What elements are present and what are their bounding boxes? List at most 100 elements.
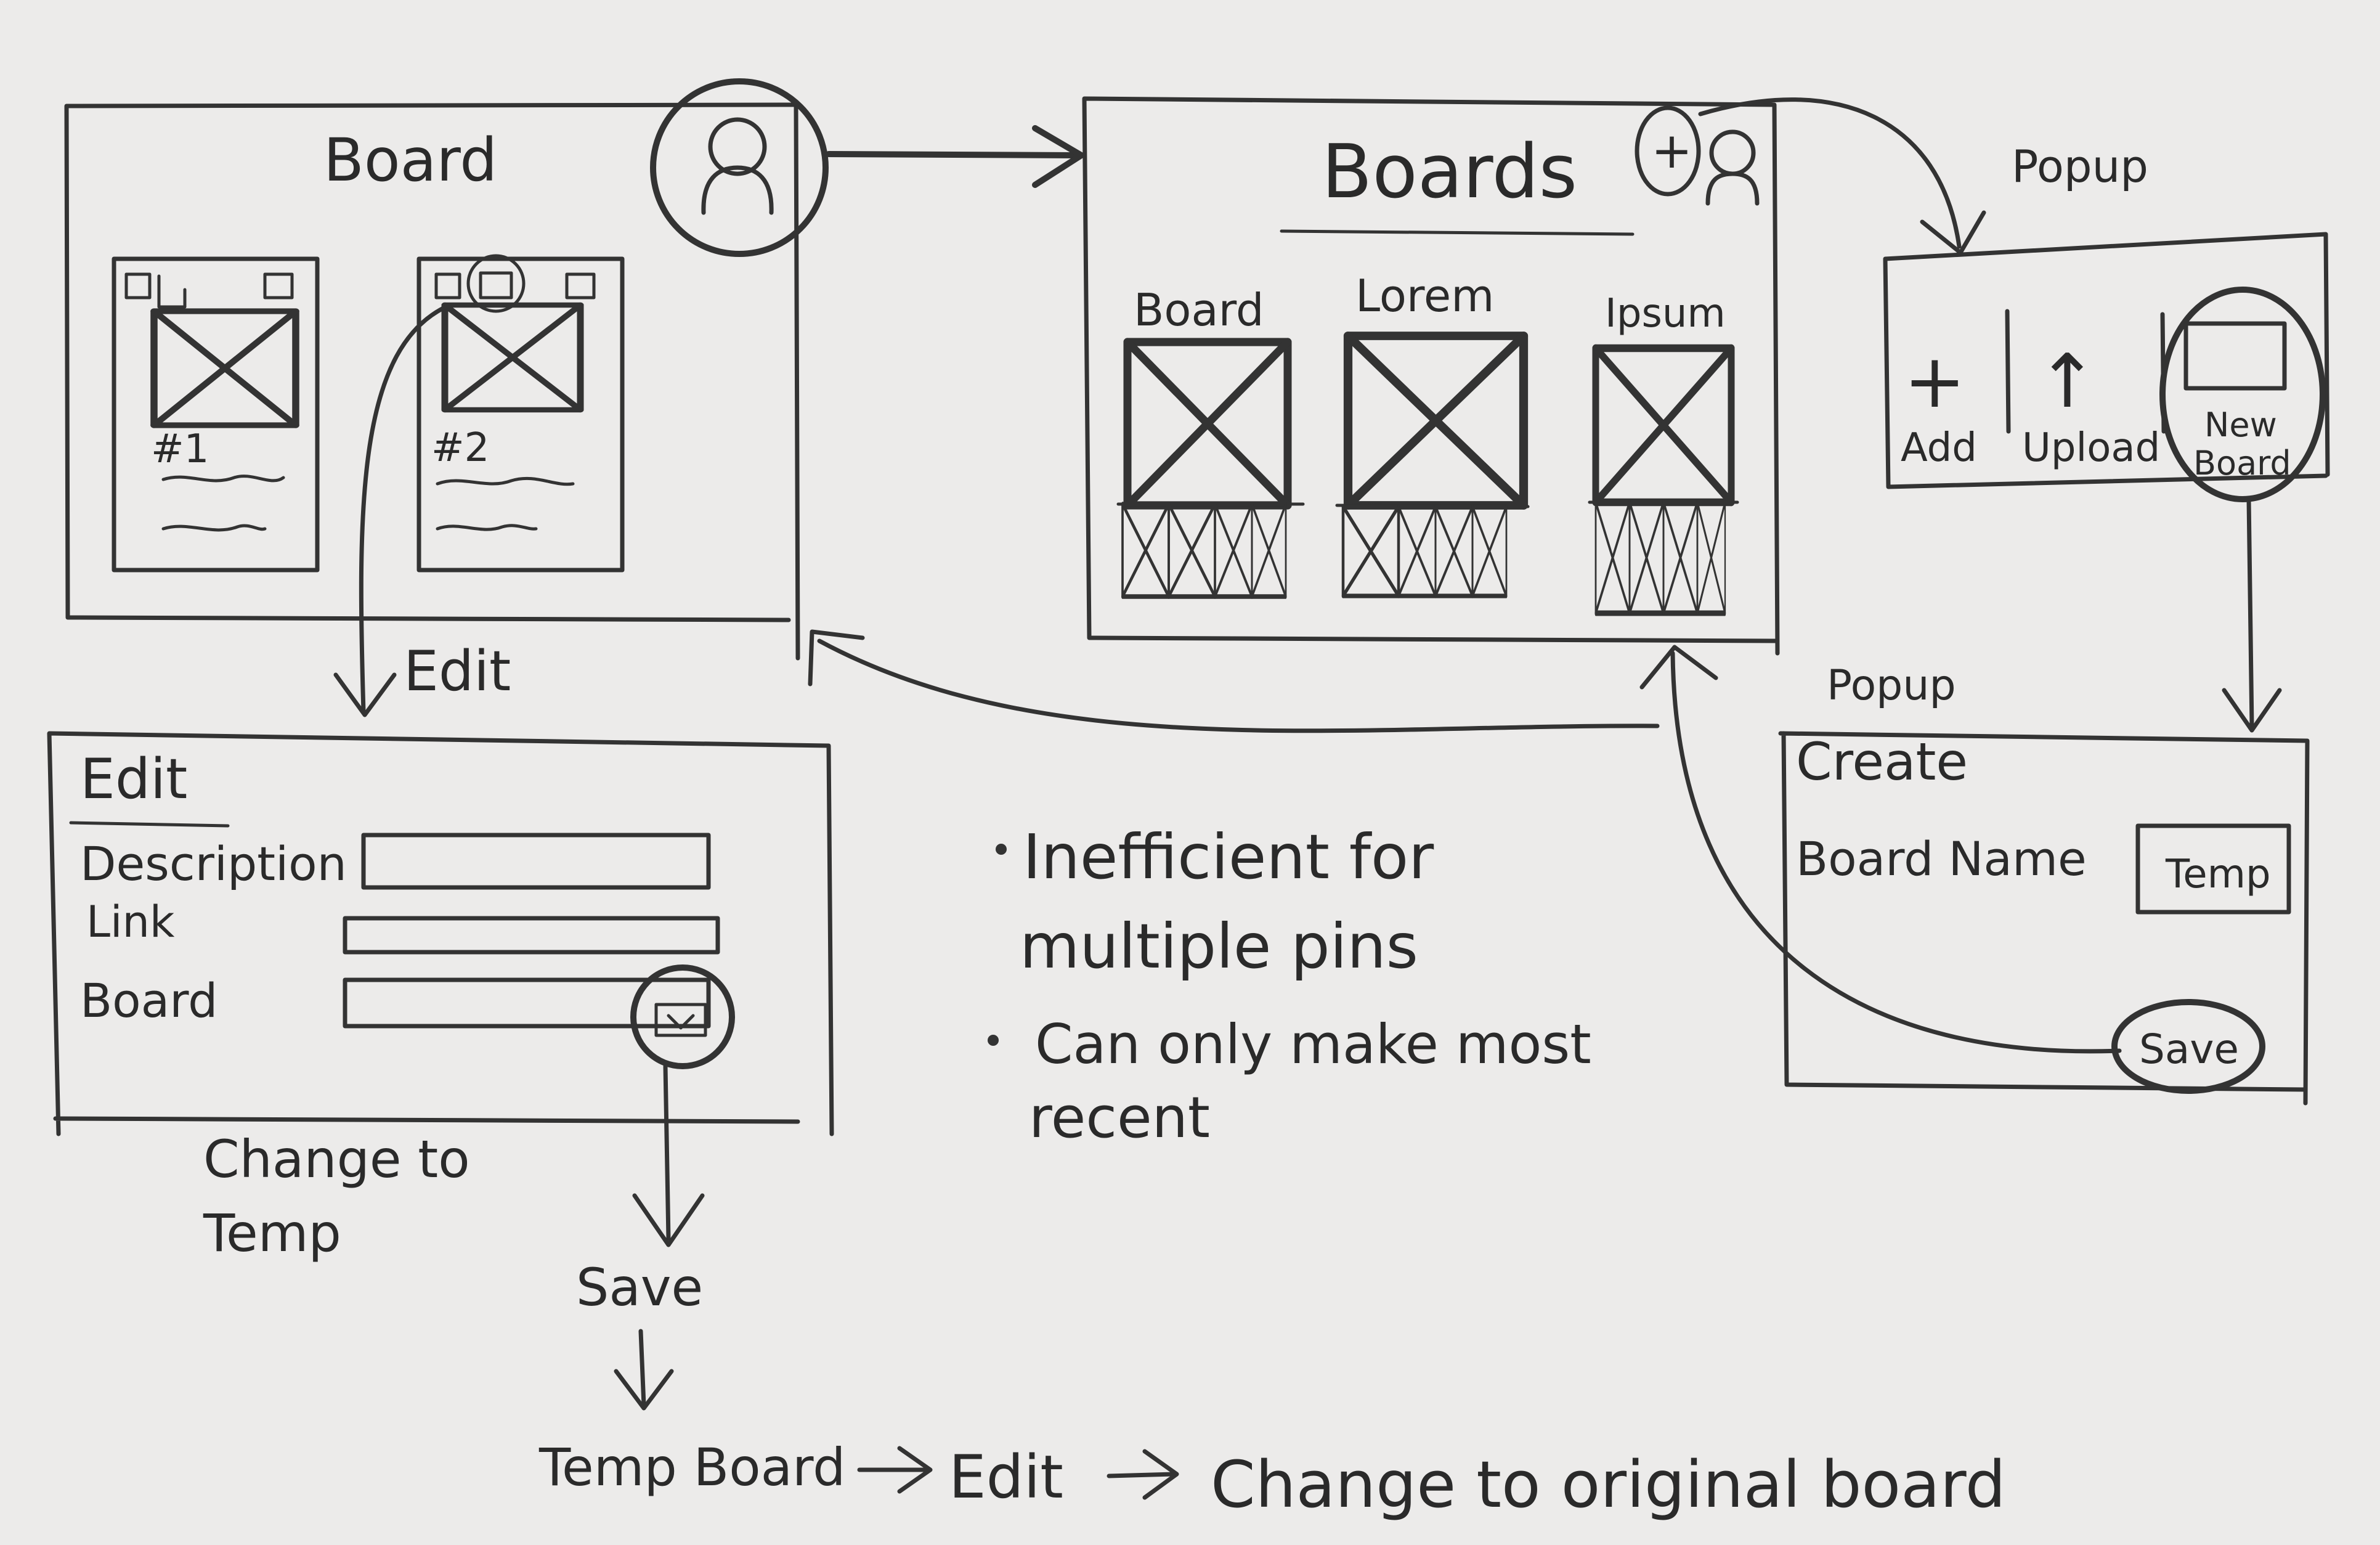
board-card-name: Ipsum: [1605, 291, 1726, 336]
chevron-down-icon: [667, 1014, 695, 1030]
pin-text-squiggle: [161, 475, 285, 483]
bottom-flow: Temp Board Edit Change to original board: [538, 1437, 2006, 1522]
description-input[interactable]: [361, 833, 711, 890]
popup-label: Popup: [2012, 141, 2148, 192]
option-label: New: [2204, 406, 2277, 444]
profile-button[interactable]: [650, 78, 829, 257]
boards-screen-title: Boards: [1322, 129, 1577, 215]
popup-option-new-board[interactable]: New Board: [2159, 287, 2326, 502]
popup-title: Create: [1796, 732, 1968, 792]
bullet-dot: [996, 844, 1007, 855]
pin-action-icon[interactable]: [157, 274, 187, 309]
plus-icon: +: [1651, 122, 1692, 179]
pin-label: #1: [151, 426, 209, 472]
arrow-head: [897, 1446, 933, 1494]
pin-image-placeholder: [445, 305, 580, 410]
board-card-name: Lorem: [1355, 270, 1494, 322]
pin-text-squiggle: [436, 476, 575, 486]
link-input[interactable]: [343, 916, 720, 955]
popup-label: Popup: [1827, 661, 1956, 710]
board-cover-placeholder: [1348, 336, 1524, 505]
profile-highlight-circle: [650, 78, 829, 257]
pin-image-placeholder: [154, 311, 296, 425]
title-underline: [69, 821, 230, 828]
change-note-line1: Change to: [203, 1129, 470, 1189]
pin-card-2[interactable]: #2: [416, 254, 625, 573]
flow-step-edit: Edit: [949, 1443, 1063, 1512]
user-icon[interactable]: [1705, 129, 1760, 206]
board-thumbnails: [1596, 502, 1725, 613]
board-card-2[interactable]: Lorem: [1335, 270, 1530, 596]
board-cover-placeholder: [1596, 348, 1731, 502]
user-icon: [701, 117, 774, 215]
pin-action-icon[interactable]: [124, 272, 152, 300]
arrow-head: [1032, 125, 1084, 188]
pin-text-squiggle: [161, 524, 267, 532]
arrow-head: [1142, 1449, 1179, 1500]
create-save-button[interactable]: Save: [2111, 999, 2265, 1094]
pin-action-icon[interactable]: [263, 272, 294, 300]
board-name-input[interactable]: Temp: [2135, 823, 2291, 915]
arrow-head: [2222, 688, 2282, 733]
upload-arrow-icon: ↑: [2036, 339, 2098, 425]
pin-card-frame: [112, 256, 320, 573]
flow-arrow: [817, 638, 1660, 733]
input-box: [2135, 823, 2291, 915]
select-box: [343, 977, 711, 1029]
flow-arrow: [638, 1329, 646, 1408]
arrow-head: [614, 1369, 674, 1411]
popup-option-upload[interactable]: ↑ Upload: [2022, 339, 2160, 471]
board-screen: Board #1 #2: [64, 78, 829, 661]
arrow-head: [1639, 645, 1718, 690]
board-thumbnails: [1343, 507, 1506, 596]
field-label: Board Name: [1796, 831, 2087, 886]
boards-screen-frame: [1082, 96, 1780, 656]
bullet-dot: [988, 1035, 999, 1046]
board-cover-placeholder: [1127, 342, 1288, 505]
notes: Inefficient for multiple pins Can only m…: [988, 821, 1591, 1151]
add-highlight-circle: [1635, 105, 1701, 197]
change-note-line2: Temp: [203, 1203, 341, 1263]
flow-step-change-to-original: Change to original board: [1211, 1447, 2006, 1522]
flow-arrow: [1698, 97, 1962, 249]
flow-arrow: [826, 151, 1078, 158]
boards-screen: Boards + Board Lorem: [1082, 96, 1780, 656]
note-2-line1: Can only make most: [1035, 1013, 1591, 1076]
option-label: Add: [1901, 425, 1977, 471]
field-label-link: Link: [86, 897, 175, 947]
option-label: Upload: [2022, 425, 2160, 471]
pin-label: #2: [431, 425, 489, 471]
pin-text-squiggle: [436, 524, 538, 531]
arrow-head: [808, 629, 865, 687]
new-board-highlight-circle: [2159, 287, 2326, 502]
dropdown-button[interactable]: [654, 1003, 707, 1037]
edit-arrow-label: Edit: [404, 639, 511, 704]
field-label-description: Description: [80, 836, 347, 891]
note-1-line1: Inefficient for: [1023, 821, 1434, 893]
edit-form-frame: [47, 731, 834, 1136]
popup-add-options: Popup + Add ↑ Upload New Board: [1883, 141, 2330, 502]
flow-arrow: [2246, 497, 2254, 730]
move-button-highlight-circle: [466, 254, 526, 313]
button-label: Save: [2139, 1025, 2239, 1073]
popup-option-add[interactable]: + Add: [1901, 339, 1977, 471]
pin-action-icon[interactable]: [565, 272, 596, 300]
pin-card-1[interactable]: #1: [112, 256, 320, 573]
flow-arrow: [1107, 1472, 1176, 1478]
add-board-button[interactable]: +: [1635, 105, 1701, 197]
board-select[interactable]: [343, 964, 735, 1069]
input-value: Temp: [2165, 852, 2271, 897]
edit-save-label: Save: [576, 1257, 703, 1318]
board-card-1[interactable]: Board: [1116, 284, 1305, 597]
popup-frame: [1778, 731, 2310, 1106]
field-label-board: Board: [80, 973, 217, 1028]
flow-step-temp-board: Temp Board: [538, 1437, 845, 1498]
note-1-line2: multiple pins: [1020, 910, 1418, 982]
pin-move-icon[interactable]: [479, 271, 513, 300]
flow-arrow: [359, 303, 452, 714]
dropdown-highlight-circle: [630, 964, 735, 1069]
save-highlight-circle: [2111, 999, 2265, 1094]
pin-action-icon[interactable]: [434, 272, 461, 300]
board-card-3[interactable]: Ipsum: [1588, 291, 1739, 613]
